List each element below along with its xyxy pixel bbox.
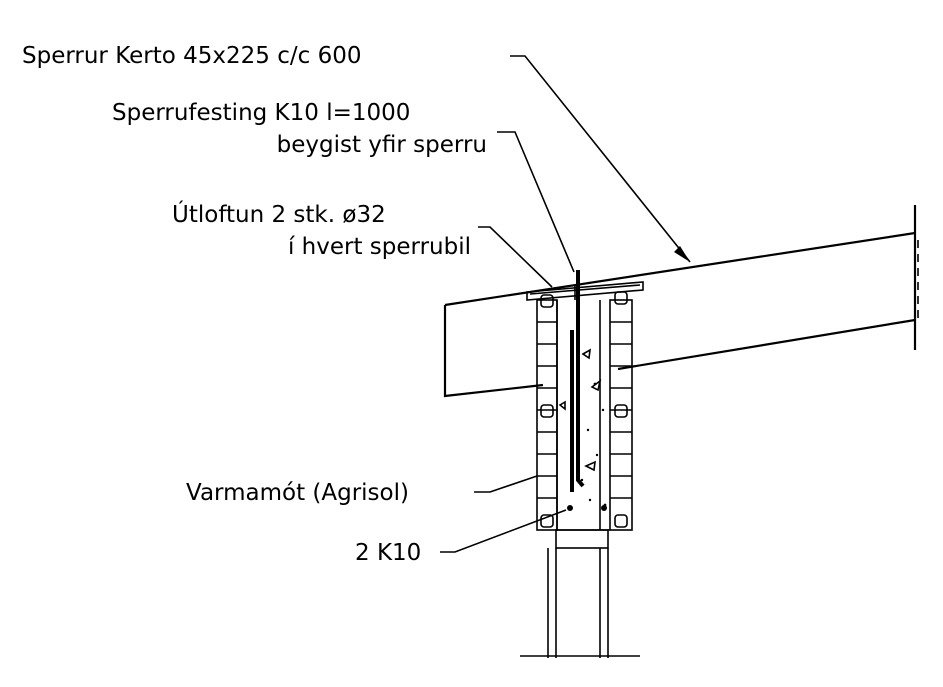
- label-formwork: Varmamót (Agrisol): [186, 480, 409, 506]
- wall-below: [520, 529, 640, 658]
- label-anchor-line1: Sperrufesting K10 l=1000: [112, 100, 410, 126]
- vent-plate: [526, 281, 644, 301]
- leader-bars: [440, 509, 567, 553]
- concrete-core: [557, 300, 610, 531]
- leader-formwork: [474, 475, 538, 493]
- label-vent-line1: Útloftun 2 stk. ø32: [172, 200, 386, 228]
- formwork-right: [609, 291, 633, 531]
- label-vent-line2: í hvert sperrubil: [288, 234, 471, 260]
- leader-anchor: [497, 131, 575, 273]
- label-anchor-line2: beygist yfir sperru: [277, 132, 487, 158]
- anchor-rebar: [570, 270, 585, 492]
- label-bars: 2 K10: [355, 540, 421, 566]
- label-rafter: Sperrur Kerto 45x225 c/c 600: [22, 43, 362, 69]
- formwork-left: [536, 294, 558, 531]
- rafter-beam: [443, 205, 919, 398]
- k10-bars: [567, 505, 607, 511]
- leader-vent: [478, 226, 553, 288]
- leader-rafter: [510, 55, 691, 263]
